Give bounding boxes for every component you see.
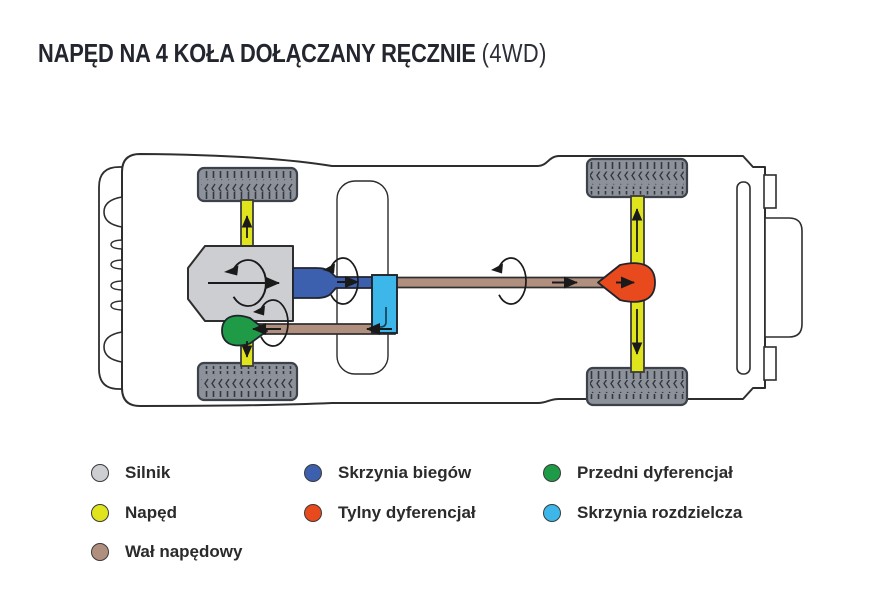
legend-item-tylny-dyferencjal: Tylny dyferencjał xyxy=(304,502,476,524)
taillight-bottom xyxy=(763,346,777,381)
legend-item-skrzynia-rozdzielcza: Skrzynia rozdzielcza xyxy=(543,502,742,524)
rear-diff-swatch xyxy=(304,504,322,522)
engine-swatch xyxy=(91,464,109,482)
taillight-top xyxy=(763,174,777,209)
tire-front-right xyxy=(196,361,299,402)
legend-label: Skrzynia rozdzielcza xyxy=(577,503,743,522)
tailgate xyxy=(736,181,751,375)
headlight-bottom xyxy=(103,331,123,363)
headlight-top xyxy=(103,196,123,228)
transfer-case-flow-line xyxy=(374,307,387,328)
legend-label: Przedni dyferencjał xyxy=(577,463,733,482)
tire-front-left xyxy=(196,166,299,203)
transfer-case xyxy=(371,274,398,334)
rear-bumper-step xyxy=(764,217,803,338)
legend-item-naped: Napęd xyxy=(91,502,177,524)
grille-slot xyxy=(110,300,123,311)
rear-drive-shaft xyxy=(393,276,615,289)
legend-item-silnik: Silnik xyxy=(91,462,170,484)
page-title: NAPĘD NA 4 KOŁA DOŁĄCZANY RĘCZNIE(4WD) xyxy=(38,38,547,68)
legend-item-skrzynia-biegow: Skrzynia biegów xyxy=(304,462,471,484)
page-title-suffix: (4WD) xyxy=(481,38,547,68)
legend-label: Silnik xyxy=(125,463,171,482)
legend-label: Wał napędowy xyxy=(125,542,243,561)
grille-slot xyxy=(110,259,123,270)
legend-item-wal-napedowy: Wał napędowy xyxy=(91,541,242,563)
gearbox-swatch xyxy=(304,464,322,482)
tire-rear-left xyxy=(585,157,689,199)
legend-item-przedni-dyferencjal: Przedni dyferencjał xyxy=(543,462,733,484)
page-title-main: NAPĘD NA 4 KOŁA DOŁĄCZANY RĘCZNIE xyxy=(38,38,476,68)
grille-slot xyxy=(110,239,123,250)
driveshaft-swatch xyxy=(91,543,109,561)
legend-label: Skrzynia biegów xyxy=(338,463,472,482)
drive-swatch xyxy=(91,504,109,522)
tire-rear-right xyxy=(585,366,689,407)
power-flow-arrows xyxy=(208,208,643,358)
front-diff-swatch xyxy=(543,464,561,482)
legend-label: Napęd xyxy=(125,503,177,522)
transfer-case-swatch xyxy=(543,504,561,522)
legend-label: Tylny dyferencjał xyxy=(338,503,476,522)
grille-slot xyxy=(110,280,123,291)
